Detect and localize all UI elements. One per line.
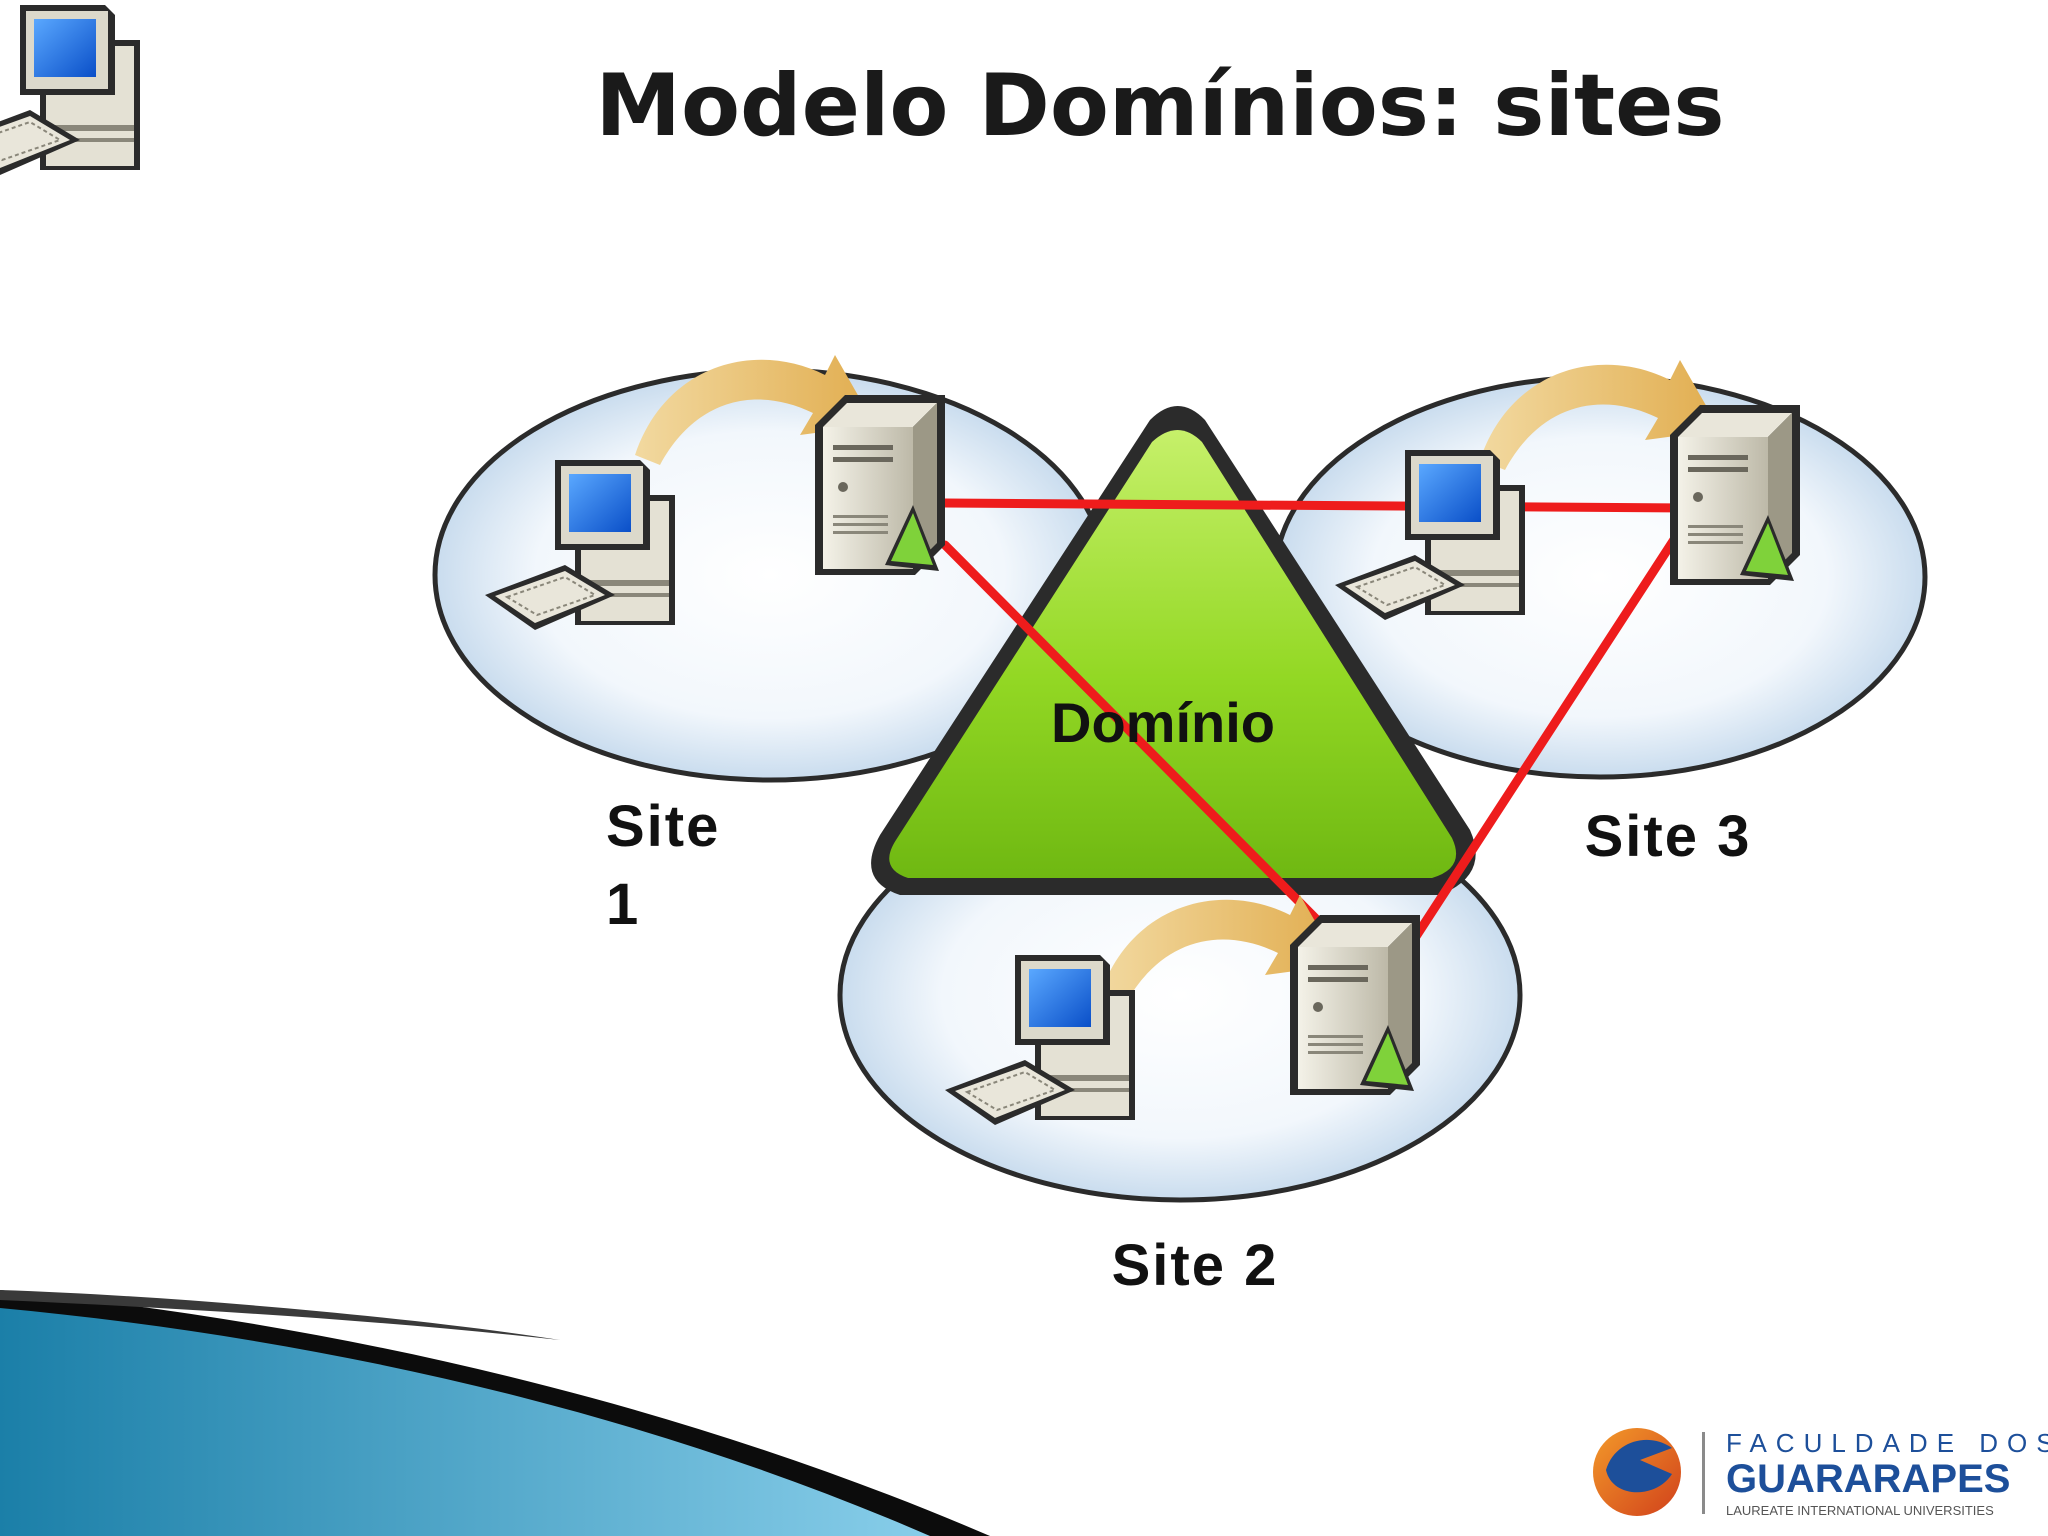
link-site1-site3 [940,498,1695,513]
server-site-3 [1670,405,1800,585]
server-site-2 [1290,915,1420,1095]
site-2-label: Site 2 [1112,1233,1279,1298]
link-site1-site2 [940,540,1350,953]
workstation-site-3 [0,4,141,176]
domain-triangle [871,406,1476,895]
link-site3-site2 [1410,510,1695,943]
slide-title: Modelo Domínios: sites [595,56,1724,156]
site-1-label-line1: Site [606,794,720,859]
decorative-swoosh [0,1290,990,1536]
site-1-label-line2: 1 [606,872,638,937]
logo-line3: LAUREATE INTERNATIONAL UNIVERSITIES [1726,1503,1994,1518]
faculdade-guararapes-logo: FACULDADE DOS GUARARAPES LAUREATE INTERN… [1593,1428,2048,1518]
replication-links [940,498,1695,953]
domain-label: Domínio [1051,691,1275,754]
logo-line1: FACULDADE DOS [1726,1428,2048,1458]
server-site-1 [815,395,945,575]
logo-line2: GUARARAPES [1726,1457,2010,1501]
site-3-label: Site 3 [1585,804,1752,869]
